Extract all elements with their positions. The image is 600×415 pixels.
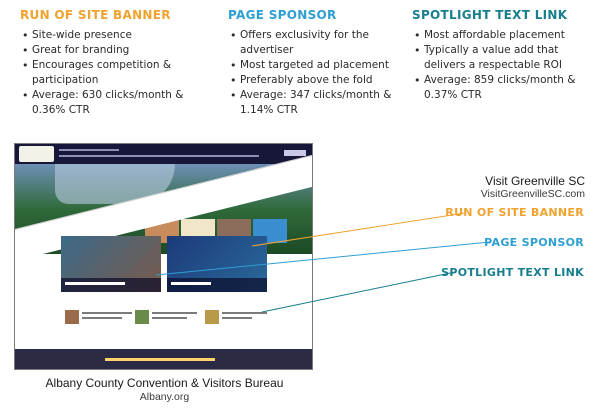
card-caption [61,278,161,292]
column-title: SPOTLIGHT TEXT LINK [412,8,568,22]
left-site-name: Albany County Convention & Visitors Bure… [45,376,284,390]
callout-line-banner [251,212,466,247]
bullet-item: Average: 347 clicks/month & 1.14% CTR [230,88,413,118]
spotlight-line [222,317,252,319]
bullet-list: Site-wide presence Great for branding En… [20,28,205,118]
callout-line-spotlight [261,271,456,313]
bullet-list: Most affordable placement Typically a va… [412,28,597,103]
bullet-item: Great for branding [22,43,205,58]
site-header-bar [15,144,312,164]
spotlight-text-link-column: SPOTLIGHT TEXT LINK Most affordable plac… [412,8,597,103]
footer-banner-text [105,358,215,361]
label-page-sponsor: PAGE SPONSOR [484,236,584,249]
bullet-item: Preferably above the fold [230,73,413,88]
site-footer-banner [15,349,312,369]
label-run-of-site-banner: RUN OF SITE BANNER [445,206,584,219]
spotlight-link [205,310,283,324]
spotlight-thumb [65,310,79,324]
card-caption [167,278,267,292]
spotlight-link [65,310,143,324]
column-title: RUN OF SITE BANNER [20,8,171,22]
spotlight-thumb [135,310,149,324]
spotlight-line [152,312,197,314]
spotlight-line [152,317,187,319]
bullet-item: Average: 859 clicks/month & 0.37% CTR [414,73,597,103]
page-sponsor-column: PAGE SPONSOR Offers exclusivity for the … [228,8,413,118]
spotlight-link [135,310,213,324]
page-sponsor-card-peace-center [167,236,267,292]
bullet-list: Offers exclusivity for the advertiser Mo… [228,28,413,118]
spotlight-thumb [205,310,219,324]
card-caption-text [65,282,125,285]
spotlight-line [82,317,122,319]
bullet-item: Offers exclusivity for the advertiser [230,28,413,58]
right-site-name: Visit Greenville SC [485,174,585,188]
page-sponsor-card-whitewater [61,236,161,292]
card-caption-text [171,282,211,285]
label-spotlight-text-link: SPOTLIGHT TEXT LINK [441,266,584,279]
left-site-url: Albany.org [139,391,190,403]
spotlight-line [222,312,267,314]
spotlight-line [82,312,132,314]
site-logo [19,146,54,162]
right-site-url: VisitGreenvilleSC.com [480,188,585,200]
nav-text [59,155,259,157]
search-icon [284,150,306,156]
bullet-item: Typically a value add that delivers a re… [414,43,597,73]
website-screenshot [14,143,313,370]
bullet-item: Most affordable placement [414,28,597,43]
bullet-item: Encourages competition & participation [22,58,205,88]
bullet-item: Site-wide presence [22,28,205,43]
nav-text [59,149,119,151]
bullet-item: Most targeted ad placement [230,58,413,73]
callout-line-sponsor [155,241,491,276]
bullet-item: Average: 630 clicks/month & 0.36% CTR [22,88,205,118]
run-of-site-banner-column: RUN OF SITE BANNER Site-wide presence Gr… [20,8,205,118]
column-title: PAGE SPONSOR [228,8,337,22]
